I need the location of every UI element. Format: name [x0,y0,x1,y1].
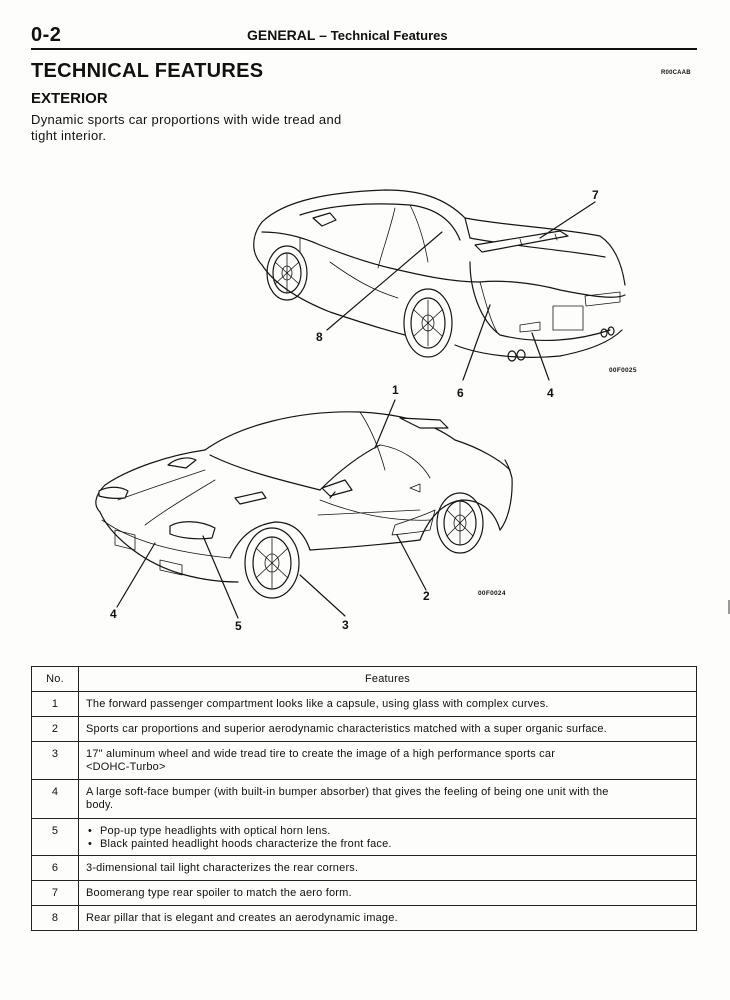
row-number: 5 [31,818,79,856]
table-row: 1 The forward passenger compartment look… [31,691,697,717]
table-row: 3 17" aluminum wheel and wide tread tire… [31,741,697,780]
row-feature: Rear pillar that is elegant and creates … [78,905,697,931]
feature-line: body. [86,799,114,811]
figure-code-rear: 00F0025 [609,367,637,374]
feature-line: Boomerang type rear spoiler to match the… [86,887,352,899]
feature-bullet: Black painted headlight hoods characteri… [86,838,690,851]
callout-8-rear: 8 [316,330,323,344]
feature-line: Rear pillar that is elegant and creates … [86,912,398,924]
feature-line: A large soft-face bumper (with built-in … [86,786,609,798]
callout-4-front: 4 [110,607,117,621]
callout-7-rear: 7 [592,188,599,202]
row-feature: Pop-up type headlights with optical horn… [78,818,697,856]
row-number: 6 [31,855,79,881]
header-section: GENERAL [247,27,316,43]
row-feature: 17" aluminum wheel and wide tread tire t… [78,741,697,780]
callout-3-front: 3 [342,618,349,632]
scan-margin-mark [728,600,730,614]
car-front-view-illustration [95,399,513,619]
callout-4-rear: 4 [547,386,554,400]
callout-1-front: 1 [392,383,399,397]
callout-2-front: 2 [423,589,430,603]
callout-5-front: 5 [235,619,242,633]
table-row: 8 Rear pillar that is elegant and create… [31,905,697,931]
row-feature: 3-dimensional tail light characterizes t… [78,855,697,881]
page-title: TECHNICAL FEATURES [31,60,264,82]
callout-6-rear: 6 [457,386,464,400]
figure-code-front: 00F0024 [478,590,506,597]
table-row: 4 A large soft-face bumper (with built-i… [31,779,697,819]
feature-line: <DOHC-Turbo> [86,761,166,773]
row-feature: The forward passenger compartment looks … [78,691,697,717]
document-code: R00CAAB [661,70,691,76]
subsection-title: EXTERIOR [31,90,108,107]
feature-bullet: Pop-up type headlights with optical horn… [86,825,690,838]
page-number: 0-2 [31,24,62,46]
row-feature: A large soft-face bumper (with built-in … [78,779,697,819]
header-subsection: Technical Features [330,28,448,43]
row-feature: Boomerang type rear spoiler to match the… [78,880,697,906]
row-number: 4 [31,779,79,819]
running-header: GENERAL – Technical Features [247,27,448,43]
column-header-features: Features [78,666,697,692]
intro-paragraph: Dynamic sports car proportions with wide… [31,112,342,143]
column-header-no: No. [31,666,79,692]
header-rule [31,48,697,50]
row-feature: Sports car proportions and superior aero… [78,716,697,742]
row-number: 2 [31,716,79,742]
row-number: 1 [31,691,79,717]
table-row: 6 3-dimensional tail light characterizes… [31,855,697,881]
row-number: 3 [31,741,79,780]
feature-line: 17" aluminum wheel and wide tread tire t… [86,748,556,760]
features-table: No. Features 1 The forward passenger com… [31,666,697,931]
table-row: 2 Sports car proportions and superior ae… [31,716,697,742]
bullet-text: Pop-up type headlights with optical horn… [100,825,331,837]
feature-line: Sports car proportions and superior aero… [86,723,607,735]
feature-line: The forward passenger compartment looks … [86,698,549,710]
bullet-text: Black painted headlight hoods characteri… [100,838,392,850]
table-row: 5 Pop-up type headlights with optical ho… [31,818,697,856]
header-separator: – [319,27,327,43]
feature-line: 3-dimensional tail light characterizes t… [86,862,359,874]
row-number: 8 [31,905,79,931]
row-number: 7 [31,880,79,906]
table-row: 7 Boomerang type rear spoiler to match t… [31,880,697,906]
table-header-row: No. Features [31,666,697,692]
car-rear-view-illustration [253,189,626,381]
